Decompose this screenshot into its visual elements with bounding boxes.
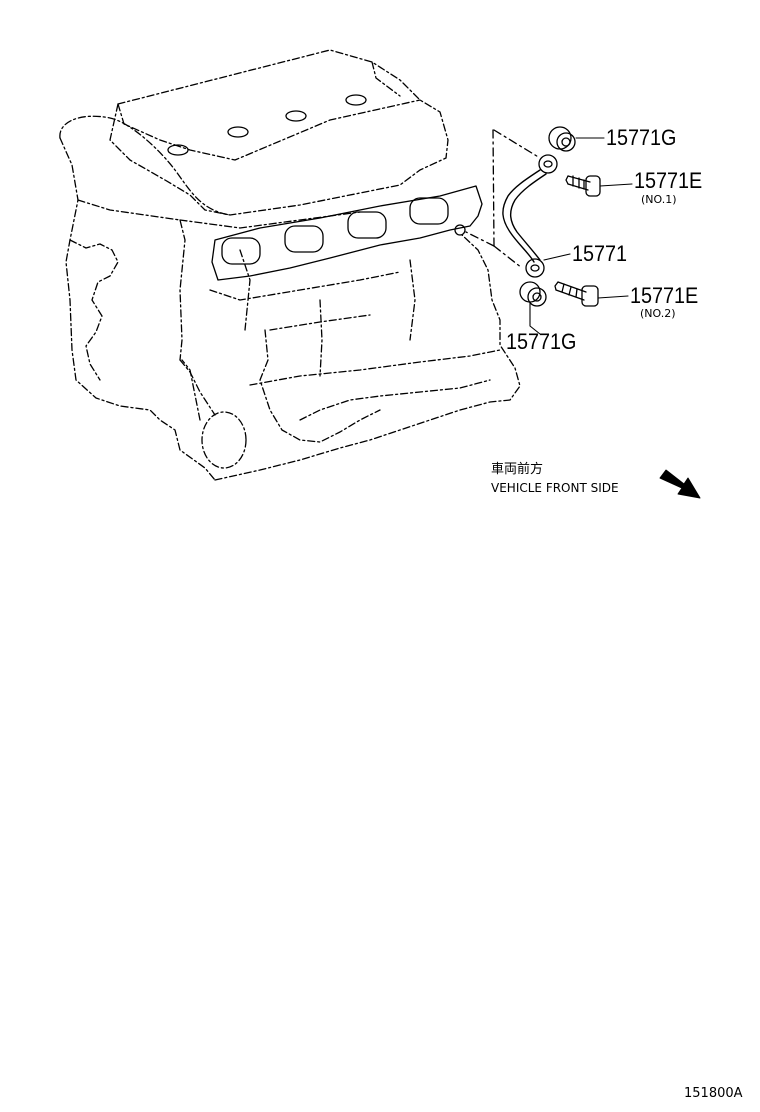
callout-gasket-upper: 15771G [606, 125, 677, 150]
gasket-lower [519, 281, 547, 307]
arrow-down-right-icon [659, 469, 701, 499]
callout-union-bolt-no2: 15771E [630, 283, 699, 308]
figure-number: 151800A [684, 1086, 743, 1101]
leader-phantom [465, 129, 541, 269]
union-bolt-no2 [554, 281, 599, 307]
callout-union-bolt-no2-note: (NO.2) [640, 307, 676, 320]
exhaust-manifold-flange [211, 185, 483, 281]
water-bypass-hose [502, 154, 558, 278]
callout-hose: 15771 [572, 241, 628, 266]
spark-plug-holes [167, 94, 367, 156]
leader-lines [529, 137, 633, 335]
front-side-label-jp: 車両前方 [491, 462, 544, 477]
callout-gasket-lower: 15771G [506, 329, 577, 354]
callout-union-bolt-no1: 15771E [634, 168, 703, 193]
front-side-label-en: VEHICLE FRONT SIDE [491, 481, 619, 495]
gasket-upper [548, 126, 576, 152]
union-bolt-no1 [565, 175, 601, 197]
callout-union-bolt-no1-note: (NO.1) [641, 193, 677, 206]
engine-block [59, 49, 521, 481]
